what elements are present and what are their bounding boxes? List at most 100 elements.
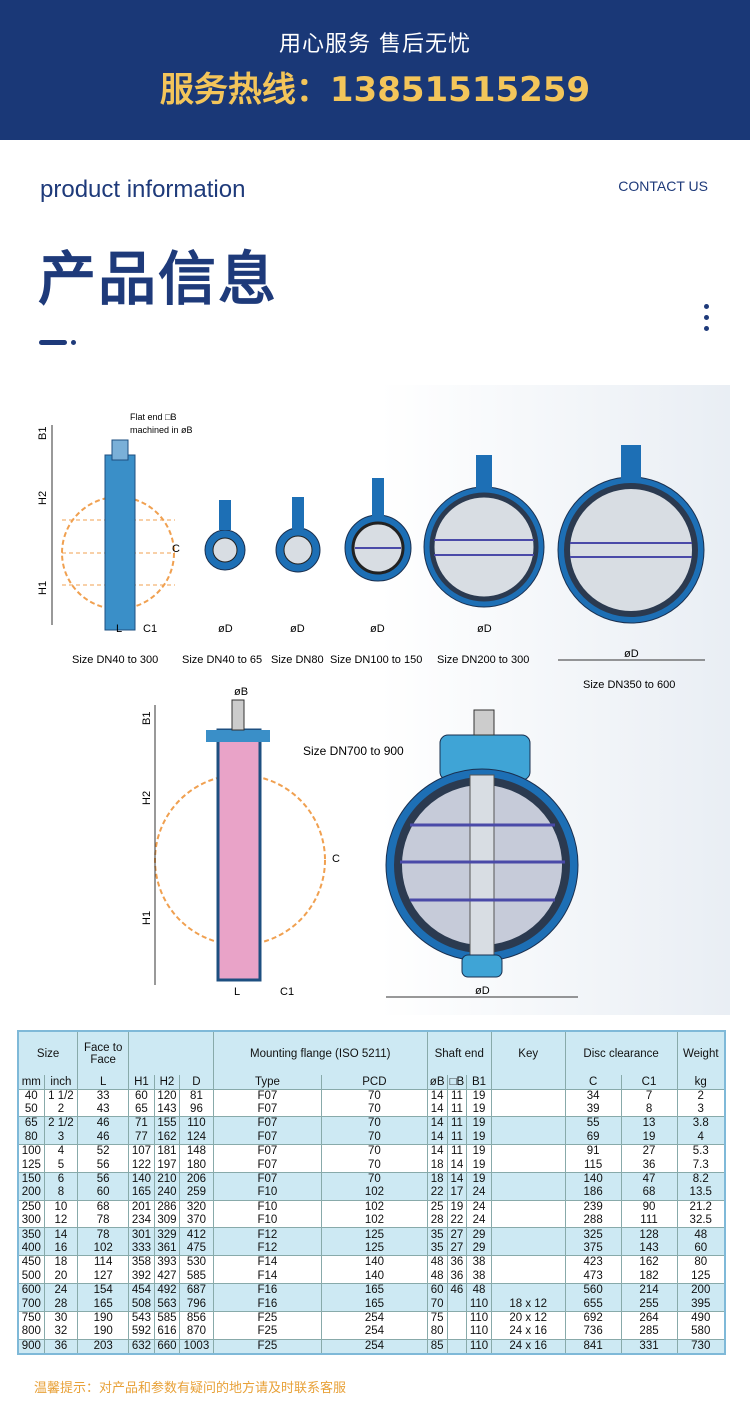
table-cell: 214 bbox=[620, 1282, 677, 1298]
table-cell: 325 bbox=[564, 1227, 622, 1242]
table-cell bbox=[490, 1199, 566, 1215]
table-cell: 60 bbox=[676, 1241, 725, 1256]
table-cell: 1 1/2 bbox=[43, 1088, 78, 1103]
table-cell bbox=[490, 1088, 566, 1103]
table-cell: 11 bbox=[446, 1116, 467, 1131]
label-d: øD bbox=[477, 623, 492, 635]
size-label: Size DN200 to 300 bbox=[437, 654, 529, 666]
table-cell: F10 bbox=[212, 1186, 322, 1201]
label-c: C bbox=[332, 853, 340, 865]
table-cell: 110 bbox=[466, 1338, 492, 1354]
table-cell: 870 bbox=[179, 1325, 214, 1340]
table-cell: F10 bbox=[212, 1199, 322, 1215]
table-cell: 32 bbox=[43, 1325, 78, 1340]
table-cell: 90 bbox=[620, 1199, 677, 1215]
table-cell: 12 bbox=[43, 1214, 78, 1228]
table-cell: 70 bbox=[321, 1171, 428, 1187]
table-cell: 750 bbox=[17, 1310, 45, 1326]
table-cell: 203 bbox=[77, 1338, 129, 1354]
table-cell: 8 bbox=[620, 1102, 677, 1117]
table-cell: 38 bbox=[466, 1269, 492, 1284]
table-cell: 632 bbox=[128, 1338, 155, 1354]
front-view-dn350-600: øD Size DN350 to 600 bbox=[557, 445, 705, 691]
table-cell: 19 bbox=[466, 1144, 492, 1159]
slogan: 用心服务 售后无忧 bbox=[279, 32, 471, 57]
table-cell: 692 bbox=[564, 1310, 622, 1326]
table-cell: 36 bbox=[446, 1269, 467, 1284]
table-cell: F07 bbox=[212, 1158, 322, 1173]
table-cell: 128 bbox=[620, 1227, 677, 1242]
header-disc-clearance: Disc clearance bbox=[564, 1031, 677, 1075]
label-machined: machined in øB bbox=[130, 425, 193, 435]
table-cell: 392 bbox=[128, 1269, 155, 1284]
label-b1: B1 bbox=[141, 712, 153, 725]
table-cell: 20 bbox=[43, 1269, 78, 1284]
header-shaft-end: Shaft end bbox=[426, 1031, 492, 1075]
table-cell: 285 bbox=[620, 1325, 677, 1340]
table-cell: 50 bbox=[17, 1102, 45, 1117]
table-cell: 254 bbox=[321, 1310, 428, 1326]
table-cell: 490 bbox=[676, 1310, 725, 1326]
table-cell: 20 x 12 bbox=[490, 1310, 566, 1326]
table-cell: 19 bbox=[466, 1116, 492, 1131]
table-cell: 140 bbox=[321, 1269, 428, 1284]
column-header: C1 bbox=[620, 1075, 677, 1090]
table-cell: 182 bbox=[620, 1269, 677, 1284]
header-mounting-flange: Mounting flange (ISO 5211) bbox=[212, 1031, 428, 1075]
table-cell: 450 bbox=[17, 1255, 45, 1270]
table-cell: 254 bbox=[321, 1338, 428, 1354]
table-cell: 250 bbox=[17, 1199, 45, 1215]
table-cell: 68 bbox=[620, 1186, 677, 1201]
table-cell: 48 bbox=[466, 1282, 492, 1298]
footer-note: 温馨提示：对产品和参数有疑问的地方请及时联系客服 bbox=[34, 1381, 347, 1396]
table-cell: 19 bbox=[466, 1171, 492, 1187]
table-cell: 110 bbox=[466, 1310, 492, 1326]
front-view-dn200-300: øD Size DN200 to 300 bbox=[423, 455, 545, 666]
table-cell: 140 bbox=[321, 1255, 428, 1270]
table-cell: 35 bbox=[426, 1227, 448, 1242]
hotline-banner: 用心服务 售后无忧 服务热线：13851515259 bbox=[0, 0, 750, 140]
table-cell: 78 bbox=[77, 1227, 129, 1242]
table-cell: F25 bbox=[212, 1310, 322, 1326]
table-cell: 14 bbox=[426, 1088, 448, 1103]
table-cell: 14 bbox=[43, 1227, 78, 1242]
table-cell: 140 bbox=[128, 1171, 155, 1187]
more-dots-icon bbox=[704, 304, 710, 337]
table-cell bbox=[490, 1241, 566, 1256]
table-cell: 473 bbox=[564, 1269, 622, 1284]
table-cell: 27 bbox=[446, 1227, 467, 1242]
table-cell: 4 bbox=[43, 1144, 78, 1159]
front-view-dn40-65: øD Size DN40 to 65 bbox=[182, 500, 262, 666]
label-l: L bbox=[116, 623, 122, 635]
table-cell: 165 bbox=[321, 1282, 428, 1298]
table-cell: 155 bbox=[153, 1116, 180, 1131]
contact-us-link[interactable]: CONTACT US bbox=[618, 178, 708, 194]
table-cell: 333 bbox=[128, 1241, 155, 1256]
column-header: H2 bbox=[153, 1075, 180, 1090]
table-cell: 27 bbox=[620, 1144, 677, 1159]
table-cell bbox=[490, 1144, 566, 1159]
table-cell: 14 bbox=[426, 1116, 448, 1131]
table-cell: 24 bbox=[466, 1214, 492, 1228]
label-h1: H1 bbox=[37, 581, 49, 595]
column-header: øB bbox=[426, 1075, 448, 1090]
table-cell: 68 bbox=[77, 1199, 129, 1215]
table-cell: 125 bbox=[17, 1158, 45, 1173]
table-cell: 8.2 bbox=[676, 1171, 725, 1187]
table-cell: 22 bbox=[446, 1214, 467, 1228]
table-cell: 10 bbox=[43, 1199, 78, 1215]
table-cell: 492 bbox=[153, 1282, 180, 1298]
table-cell: 180 bbox=[179, 1158, 214, 1173]
table-cell bbox=[446, 1297, 467, 1312]
table-cell: 186 bbox=[564, 1186, 622, 1201]
table-cell: 508 bbox=[128, 1297, 155, 1312]
size-label: Size DN700 to 900 bbox=[303, 744, 404, 758]
table-cell: 18 bbox=[426, 1158, 448, 1173]
table-cell: 400 bbox=[17, 1241, 45, 1256]
table-cell: 30 bbox=[43, 1310, 78, 1326]
